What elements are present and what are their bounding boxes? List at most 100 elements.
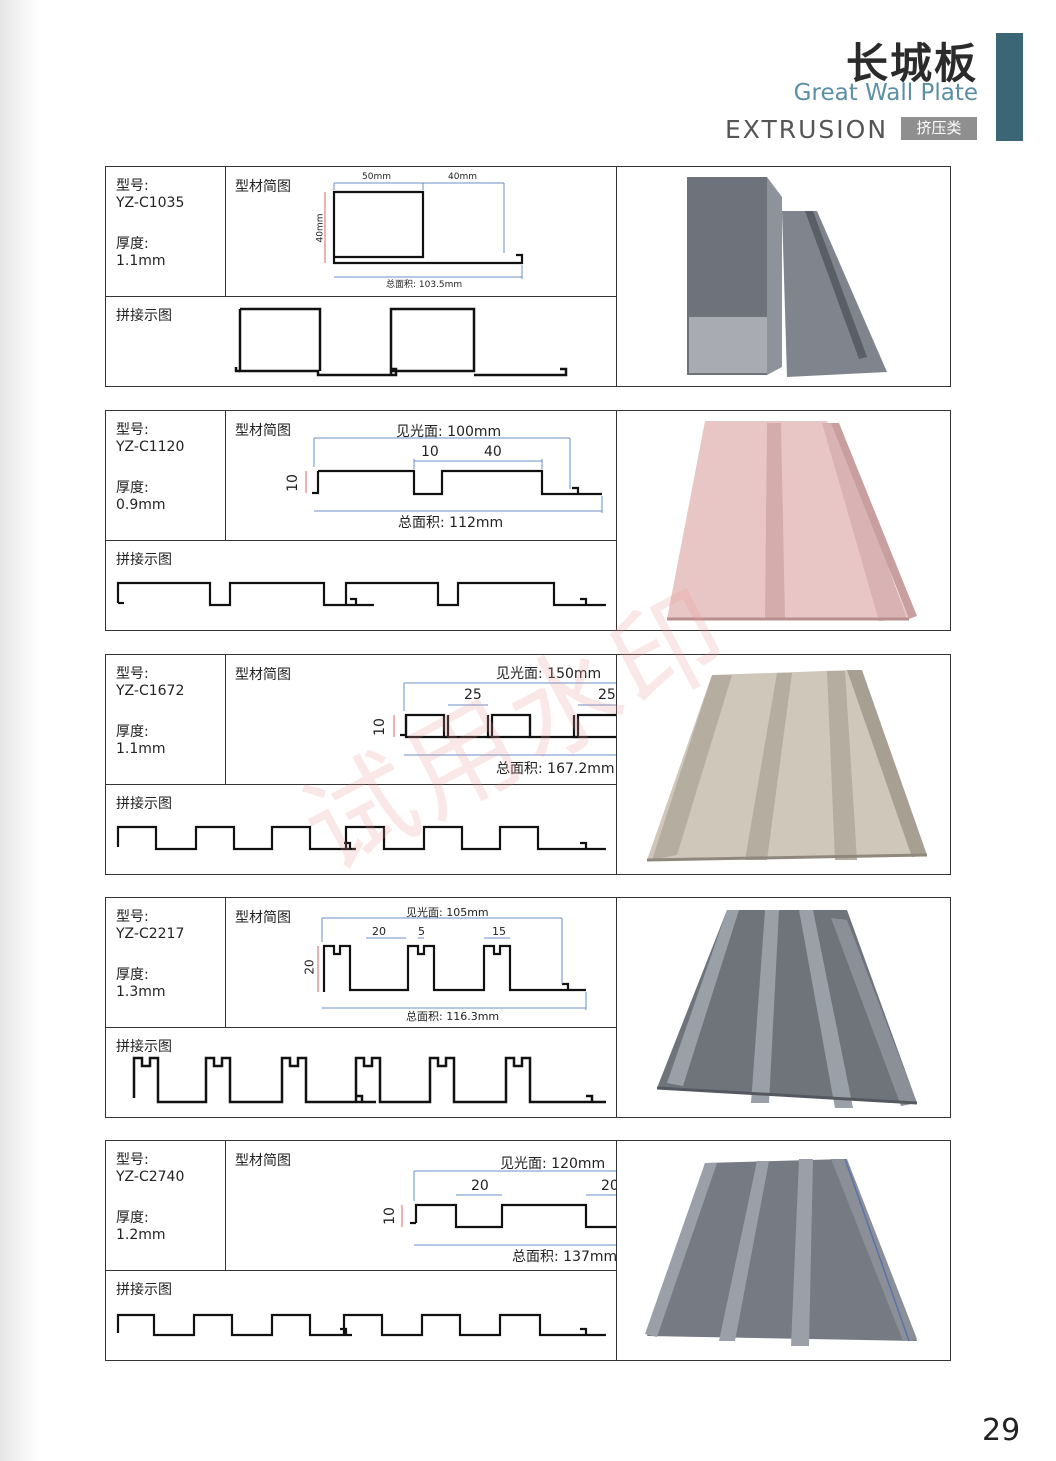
thickness-label: 厚度: [116, 724, 149, 740]
model-label: 型号: [116, 666, 149, 682]
product-photo [616, 898, 950, 1117]
splice-label: 拼接示图 [116, 1039, 172, 1055]
product-photo-image [617, 167, 950, 386]
product-info: 型号: YZ-C2740 厚度: 1.2mm [106, 1141, 226, 1271]
profile-diagram: 型材简图 见光面: 100mm 10 40 10 总面积: 112mm [226, 411, 616, 541]
category-label: EXTRUSION [725, 115, 889, 144]
product-info: 型号: YZ-C1120 厚度: 0.9mm [106, 411, 226, 541]
product-photo [616, 167, 950, 386]
dim-total: 总面积: 116.3mm [406, 1010, 500, 1023]
dim-visible: 见光面: 105mm [406, 906, 489, 919]
thickness-label: 厚度: [116, 967, 149, 983]
dim-height: 10 [371, 718, 388, 736]
splice-label: 拼接示图 [116, 796, 172, 812]
dim-total: 总面积: 137mm [512, 1249, 618, 1265]
splice-diagram: 拼接示图 [106, 1028, 616, 1117]
dim-height: 40mm [315, 213, 326, 243]
dim-height: 20 [302, 959, 317, 975]
product-photo-image [617, 898, 950, 1117]
splice-diagram: 拼接示图 [106, 785, 616, 874]
page-number: 29 [982, 1413, 1021, 1448]
splice-drawing [234, 307, 568, 377]
dim-visible: 见光面: 120mm [500, 1156, 606, 1172]
profile-label: 型材简图 [235, 910, 291, 926]
profile-label: 型材简图 [235, 667, 291, 683]
splice-label: 拼接示图 [116, 308, 172, 324]
dim-width: 40 [484, 444, 502, 460]
splice-diagram: 拼接示图 [106, 297, 616, 386]
dim-width: 15 [492, 925, 506, 938]
dim-width: 10 [421, 444, 439, 460]
splice-label: 拼接示图 [116, 1282, 172, 1298]
profile-diagram: 型材简图 50mm 40mm 40mm 总面积: 103.5mm [226, 167, 616, 297]
profile-drawing [317, 917, 587, 1010]
model-label: 型号: [116, 1152, 149, 1168]
model-label: 型号: [116, 909, 149, 925]
dim-height: 10 [381, 1207, 398, 1225]
thickness-label: 厚度: [116, 236, 149, 252]
profile-drawing [393, 682, 616, 756]
dim-total: 总面积: 103.5mm [386, 280, 463, 290]
product-card: 型号: YZ-C1672 厚度: 1.1mm 型材简图 见光面: 150mm [105, 654, 951, 875]
splice-drawing [116, 1313, 606, 1337]
product-info: 型号: YZ-C2217 厚度: 1.3mm [106, 898, 226, 1028]
profile-diagram: 型材简图 见光面: 105mm 20 5 15 20 总面积: 116.3mm [226, 898, 616, 1028]
dim-total: 总面积: 167.2mm [496, 761, 615, 777]
model-value: YZ-C2217 [116, 926, 185, 942]
splice-label: 拼接示图 [116, 552, 172, 568]
dim-visible: 见光面: 150mm [496, 666, 602, 682]
thickness-value: 1.1mm [116, 253, 166, 269]
model-label: 型号: [116, 178, 149, 194]
splice-drawing [116, 581, 606, 607]
page-edge-shadow [0, 0, 40, 1461]
profile-label: 型材简图 [235, 423, 291, 439]
thickness-value: 1.3mm [116, 984, 166, 1000]
product-card: 型号: YZ-C1035 厚度: 1.1mm 型材简图 50mm 40mm 40… [105, 166, 951, 387]
product-photo-image [617, 1141, 950, 1360]
product-info: 型号: YZ-C1035 厚度: 1.1mm [106, 167, 226, 297]
dim-width: 40mm [448, 172, 477, 182]
profile-drawing [401, 1170, 616, 1246]
category-badge: 挤压类 [901, 117, 977, 140]
product-card: 型号: YZ-C1120 厚度: 0.9mm 型材简图 见光面: 100mm 1… [105, 410, 951, 631]
model-value: YZ-C2740 [116, 1169, 185, 1185]
profile-label: 型材简图 [235, 1153, 291, 1169]
product-photo-image [617, 411, 950, 630]
dim-total: 总面积: 112mm [398, 515, 504, 531]
product-card: 型号: YZ-C2740 厚度: 1.2mm 型材简图 见光面: 120mm 2… [105, 1140, 951, 1361]
product-photo [616, 411, 950, 630]
product-card: 型号: YZ-C2217 厚度: 1.3mm 型材简图 见光面: 105mm 2… [105, 897, 951, 1118]
splice-drawing [132, 1056, 606, 1104]
dim-width: 50mm [362, 172, 391, 182]
dim-width: 20 [471, 1178, 489, 1194]
model-value: YZ-C1120 [116, 439, 185, 455]
model-label: 型号: [116, 422, 149, 438]
product-info: 型号: YZ-C1672 厚度: 1.1mm [106, 655, 226, 785]
thickness-label: 厚度: [116, 1210, 149, 1226]
thickness-label: 厚度: [116, 480, 149, 496]
header-accent-bar [996, 33, 1023, 141]
page-title: 长城板 [845, 39, 978, 88]
profile-drawing [324, 182, 524, 279]
profile-drawing [305, 437, 603, 513]
profile-diagram: 型材简图 见光面: 120mm 20 20 10 总面积: 137mm [226, 1141, 619, 1271]
thickness-value: 1.1mm [116, 741, 166, 757]
dim-visible: 见光面: 100mm [396, 424, 502, 440]
dim-width: 20 [601, 1178, 619, 1194]
dim-height: 10 [284, 474, 301, 492]
dim-width: 25 [464, 687, 482, 703]
dim-width: 25 [598, 687, 616, 703]
product-photo-image [617, 655, 950, 874]
thickness-value: 0.9mm [116, 497, 166, 513]
splice-diagram: 拼接示图 [106, 1271, 616, 1360]
dim-width: 20 [372, 925, 386, 938]
model-value: YZ-C1035 [116, 195, 185, 211]
splice-drawing [116, 825, 606, 851]
product-photo [616, 1141, 950, 1360]
model-value: YZ-C1672 [116, 683, 185, 699]
product-photo [616, 655, 950, 874]
page-subtitle: Great Wall Plate [793, 80, 978, 106]
thickness-value: 1.2mm [116, 1227, 166, 1243]
dim-width: 5 [418, 925, 425, 938]
splice-diagram: 拼接示图 [106, 541, 616, 630]
